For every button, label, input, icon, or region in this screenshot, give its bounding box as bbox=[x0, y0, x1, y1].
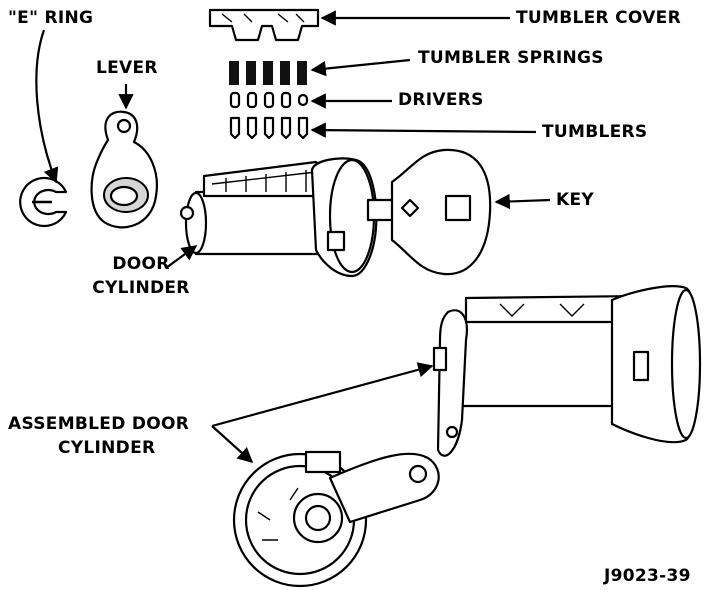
lever-label: LEVER bbox=[96, 58, 158, 78]
tumbler-cover-label: TUMBLER COVER bbox=[516, 8, 681, 28]
door-cylinder-label-line2: CYLINDER bbox=[92, 278, 190, 298]
tumbler-springs-part bbox=[229, 61, 307, 85]
key-label: KEY bbox=[556, 190, 594, 210]
door-cylinder-part bbox=[179, 157, 378, 278]
tumblers-label: TUMBLERS bbox=[542, 122, 648, 142]
assembled-cylinder-part bbox=[432, 285, 702, 457]
tumblers-part bbox=[229, 116, 309, 140]
drivers-part bbox=[229, 91, 309, 109]
tumbler-springs-label: TUMBLER SPRINGS bbox=[418, 48, 604, 68]
assembled-cylinder-rear-view bbox=[232, 450, 440, 588]
key-part bbox=[366, 148, 492, 276]
leader-lines bbox=[35, 10, 551, 464]
tumbler-cover-part bbox=[208, 8, 320, 42]
e-ring-part bbox=[19, 176, 68, 228]
figure-id: J9023-39 bbox=[604, 566, 691, 586]
lever-part bbox=[90, 110, 158, 229]
assembled-door-cylinder-label-line1: ASSEMBLED DOOR bbox=[8, 414, 190, 434]
assembled-door-cylinder-label-line2: CYLINDER bbox=[58, 438, 156, 458]
drivers-label: DRIVERS bbox=[398, 90, 484, 110]
e-ring-label: "E" RING bbox=[8, 8, 94, 28]
door-cylinder-label-line1: DOOR bbox=[112, 254, 170, 274]
